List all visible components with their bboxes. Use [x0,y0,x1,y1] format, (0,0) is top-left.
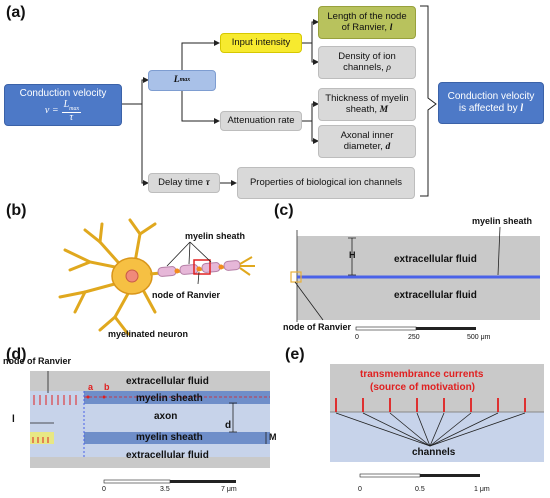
e-channels-label: channels [412,447,456,458]
attenuation-label: Attenuation rate [227,115,295,127]
d-scale-35: 3.5 [160,486,170,493]
c-myelin-sheath-label: myelin sheath [472,216,533,226]
e-scale-0: 0 [358,486,362,493]
thickness-box: Thickness of myelin sheath, M [318,88,416,121]
axon-terminals [239,256,255,276]
properties-box: Properties of biological ion channels [237,167,415,199]
e-axon-region [330,412,544,462]
d-myelin-top-label: myelin sheath [136,393,203,404]
conduction-velocity-title: Conduction velocity [19,87,107,99]
panel-label-c: (c) [274,202,294,219]
d-l-label: l [12,414,15,425]
conduction-velocity-box: Conduction velocity v = Lmax τ [4,84,122,126]
c-scale-250: 250 [408,334,420,341]
c-scale-500: 500 μm [467,334,491,341]
affected-by-box: Conduction velocity is affected by l [438,82,544,124]
affected-label: Conduction velocity is affected by [447,91,535,114]
d-point-a [86,395,90,399]
affected-var: l [520,103,524,114]
panel-label-e: (e) [285,346,305,363]
e-scale-05: 0.5 [415,486,425,493]
thickness-var: M [379,105,389,115]
attenuation-rate-box: Attenuation rate [220,111,302,131]
ranvier-nodes [174,264,224,274]
delay-var: τ [205,177,210,188]
e-channel-pointers [335,412,526,447]
d-scale-7: 7 μm [221,486,237,493]
d-M-label: M [269,432,277,442]
nucleus [125,269,139,283]
c-pointers [294,226,501,321]
d-scalebar [103,479,236,484]
d-dimension-lines [30,371,267,444]
thickness-label: Thickness of myelin sheath, [325,92,409,115]
panel-c-geometry [290,226,540,331]
d-top-currents [33,395,77,405]
c-H-label: H [349,250,356,260]
e-scale-1: 1 μm [474,486,490,493]
d-node-highlight [30,432,54,444]
c-node-ranvier-label: node of Ranvier [283,322,352,332]
input-intensity-label: Input intensity [231,37,291,49]
panel-e-geometry [330,364,544,478]
formula-numerator: L [63,98,70,110]
density-var: ρ [386,63,391,73]
c-scale-0: 0 [355,334,359,341]
e-title-line2: (source of motivation) [370,382,476,393]
delay-time-box: Delay time τ [148,173,220,193]
axonal-label: Axonal inner diameter, [340,129,394,152]
e-scalebar [359,473,480,478]
density-box: Density of ion channels, ρ [318,46,416,79]
lmax-sub: max [179,76,191,83]
b-myelinated-neuron-label: myelinated neuron [108,329,189,339]
d-label-b: b [104,382,110,392]
formula-lhs: v = [44,105,59,116]
c-scalebar [355,326,476,331]
length-node-label: Length of the node of Ranvier, [327,10,407,33]
d-bottom-currents [32,437,49,443]
e-fluid-region [330,364,544,412]
b-myelin-sheath-label: myelin sheath [185,231,246,241]
d-myelin-top [84,391,270,404]
c-extracellular-bottom: extracellular fluid [394,290,477,301]
d-node-ranvier-label: node of Ranvier [3,356,72,366]
d-scale-0: 0 [102,486,106,493]
axonal-diameter-box: Axonal inner diameter, d [318,125,416,158]
neuron-pointers [166,241,212,285]
d-myelin-bottom-label: myelin sheath [136,432,203,443]
formula-numerator-sub: max [69,105,80,112]
c-extracellular-top: extracellular fluid [394,254,477,265]
d-point-b [102,395,106,399]
delay-label: Delay time [158,176,203,188]
density-label: Density of ion channels, [338,50,396,73]
d-axon-label: axon [154,411,178,422]
panel-label-b: (b) [6,202,27,219]
axonal-var: d [385,142,391,152]
b-node-ranvier-label: node of Ranvier [152,290,221,300]
d-label-a: a [88,382,94,392]
flowchart-connectors [122,5,437,197]
lmax-label: L [173,74,180,85]
length-node-var: l [389,23,393,33]
d-myelin-bottom [84,432,270,444]
panel-d-geometry [30,371,270,484]
e-title-line1: transmembrance currents [360,369,484,380]
dendrites [58,218,157,336]
input-intensity-box: Input intensity [220,33,302,53]
properties-label: Properties of biological ion channels [249,177,403,189]
velocity-formula: v = Lmax τ [44,98,82,123]
c-node-box [290,271,302,283]
d-d-label: d [225,420,232,431]
panel-label-d: (d) [6,346,27,363]
d-extracellular-top: extracellular fluid [126,376,209,387]
neuron-illustration [58,218,255,336]
zoom-box [193,259,211,275]
panel-label-a: (a) [6,4,26,21]
length-node-box: Length of the node of Ranvier, l [318,6,416,39]
d-extracellular-bottom: extracellular fluid [126,450,209,461]
formula-denominator: τ [69,111,74,123]
e-currents [335,398,526,412]
